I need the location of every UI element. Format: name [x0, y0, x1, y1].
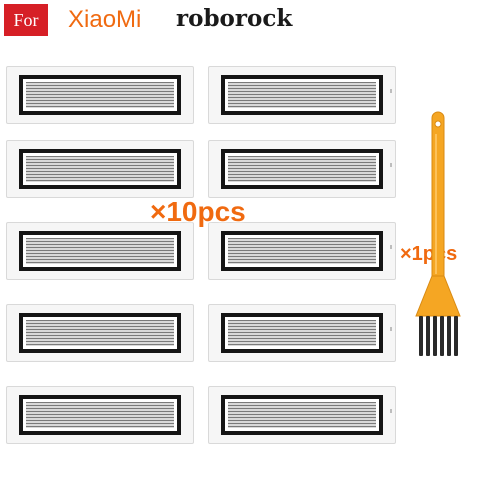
filter-6	[208, 66, 396, 124]
filter-frame	[221, 231, 383, 271]
brand-xiaomi: XiaoMi	[68, 6, 142, 33]
filter-frame	[221, 75, 383, 115]
brush-hang-hole	[434, 120, 442, 128]
cleaning-brush-icon	[415, 111, 461, 356]
filter-clip	[390, 327, 392, 331]
filter-mesh	[228, 82, 376, 108]
filter-clip	[390, 409, 392, 413]
filter-mesh	[228, 402, 376, 428]
filter-clip	[390, 163, 392, 167]
filter-mesh	[26, 402, 174, 428]
brush-handle-shine	[435, 134, 437, 274]
brush-bristles	[419, 316, 458, 356]
filter-10	[208, 386, 396, 444]
filter-frame	[19, 75, 181, 115]
filter-frame	[19, 231, 181, 271]
filter-7	[208, 140, 396, 198]
filter-mesh	[26, 156, 174, 182]
filter-3	[6, 222, 194, 280]
filter-mesh	[26, 82, 174, 108]
filter-frame	[19, 395, 181, 435]
filter-mesh	[228, 156, 376, 182]
filter-frame	[19, 313, 181, 353]
filter-mesh	[26, 238, 174, 264]
filter-mesh	[26, 320, 174, 346]
brand-roborock: roborock	[176, 5, 293, 32]
filter-5	[6, 386, 194, 444]
filter-4	[6, 304, 194, 362]
filter-frame	[221, 149, 383, 189]
brush-head	[415, 275, 461, 317]
filter-mesh	[228, 238, 376, 264]
filter-frame	[221, 313, 383, 353]
filter-1	[6, 66, 194, 124]
filter-frame	[221, 395, 383, 435]
filter-mesh	[228, 320, 376, 346]
filter-clip	[390, 245, 392, 249]
filter-2	[6, 140, 194, 198]
filter-9	[208, 304, 396, 362]
brush-handle	[431, 111, 445, 283]
filter-8	[208, 222, 396, 280]
filter-frame	[19, 149, 181, 189]
filter-quantity-label: ×10pcs	[150, 196, 246, 227]
filter-clip	[390, 89, 392, 93]
for-badge: For	[4, 4, 48, 36]
